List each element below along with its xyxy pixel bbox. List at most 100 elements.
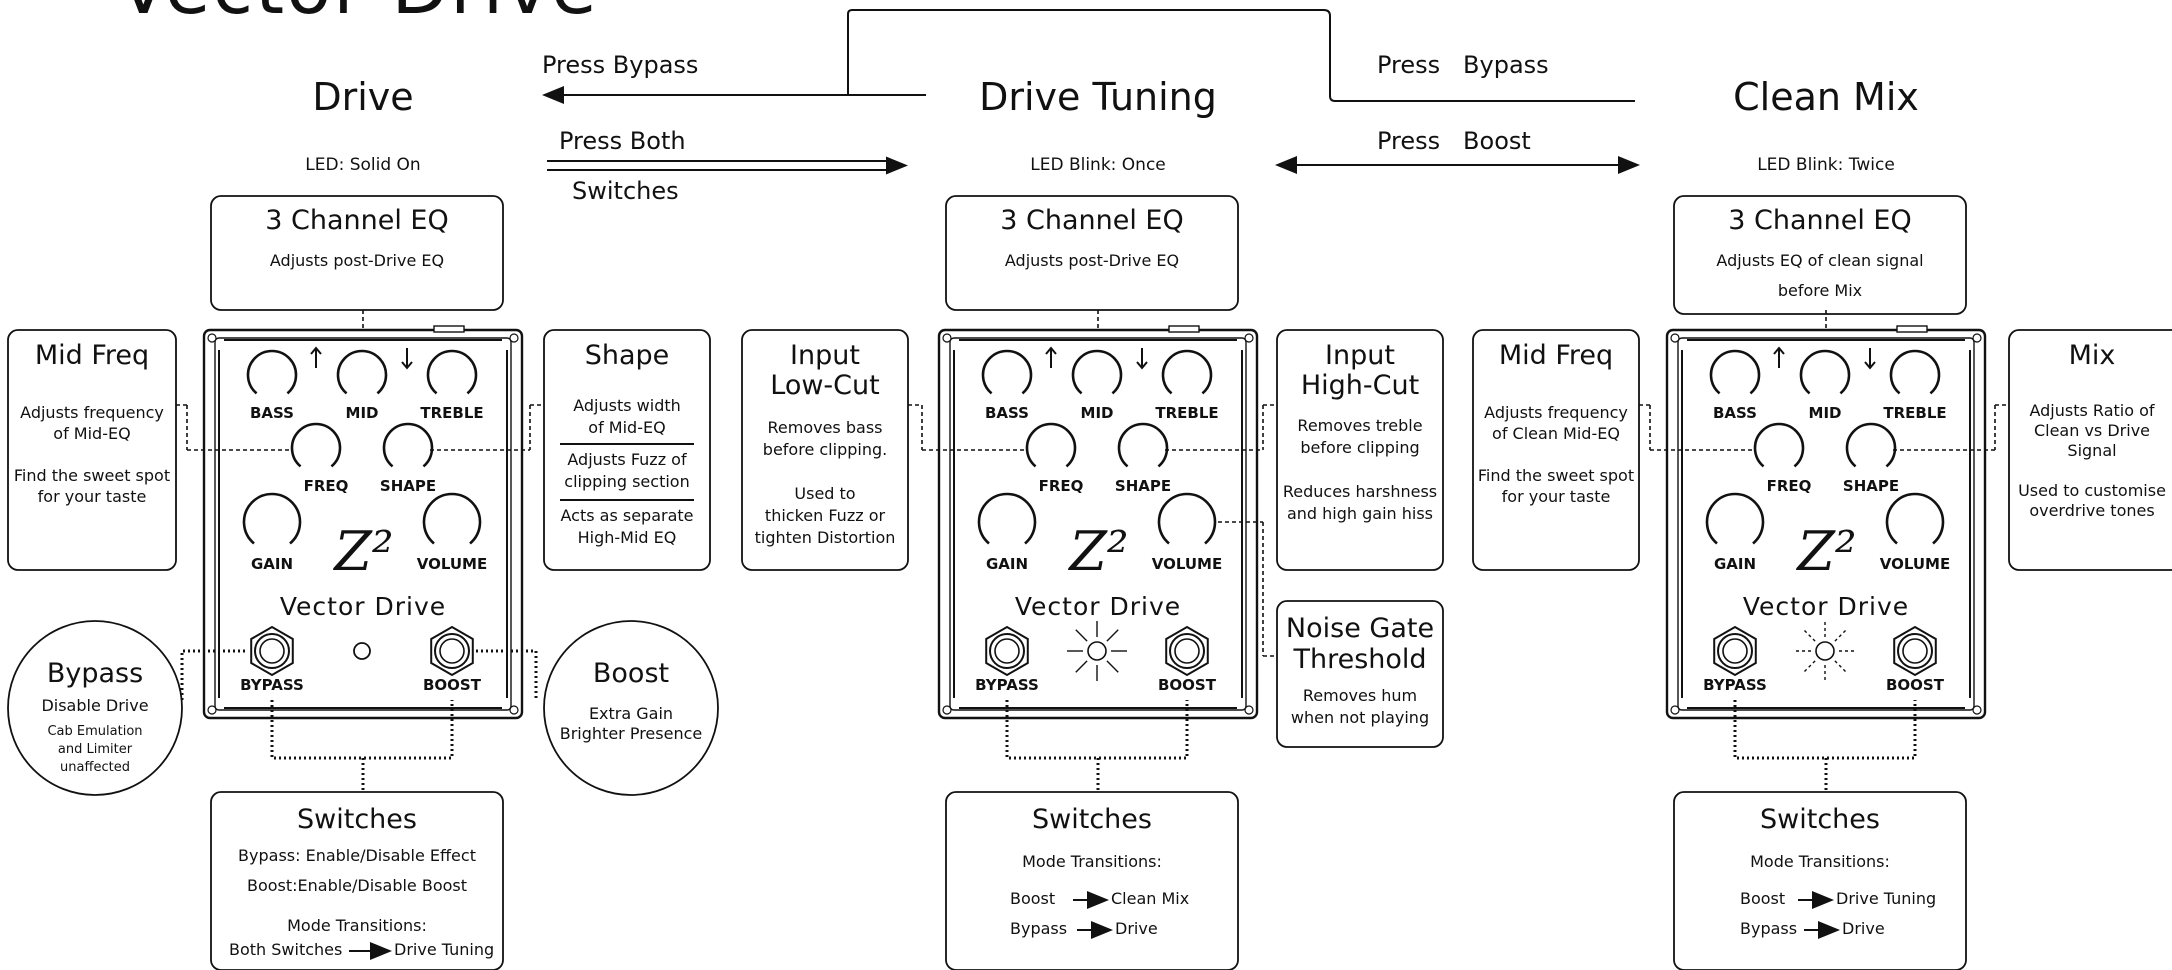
mode-led-drive: LED: Solid On xyxy=(305,155,421,175)
pedal-inner-border-drive xyxy=(214,337,512,711)
pedal-body-tuning xyxy=(937,328,1259,720)
mid-freq-desc-drive-line: of Mid-EQ xyxy=(53,424,131,443)
pedal-logo: Z² xyxy=(1069,520,1129,583)
knob-label-mid: MID xyxy=(345,404,379,422)
noise-gate-box xyxy=(1276,600,1444,748)
led-icon xyxy=(1106,629,1119,642)
bypass-small-line: unaffected xyxy=(60,760,130,775)
pedal-screw xyxy=(509,705,519,715)
knob-label-bass: BASS xyxy=(250,404,294,422)
pedal-screw xyxy=(207,333,217,343)
press-boost-arrowhead-right-icon xyxy=(1618,156,1640,174)
mode-title-drive: Drive xyxy=(312,75,414,119)
mid-freq-desc-clean-line: for your taste xyxy=(1501,487,1611,506)
switches-sub-tuning: Mode Transitions: xyxy=(1022,852,1162,871)
boost-footswitch-icon xyxy=(1174,638,1200,664)
knob-label-treble: TREBLE xyxy=(1155,404,1219,422)
boost-connector xyxy=(476,649,538,700)
led-icon xyxy=(1803,660,1816,673)
eq-desc-tuning-line: Adjusts post-Drive EQ xyxy=(1004,251,1180,270)
pedal-inner-border-clean xyxy=(1677,337,1975,711)
input-highcut-desc-line: Removes treble xyxy=(1297,416,1423,435)
knob-label-treble: TREBLE xyxy=(1883,404,1947,422)
transition-to-tuning: Clean Mix xyxy=(1111,889,1190,908)
switches-title-clean: Switches xyxy=(1760,804,1880,835)
knob-arrow-up-icon xyxy=(1045,346,1057,368)
pedal-screw xyxy=(942,705,952,715)
led-icon xyxy=(1834,660,1847,673)
knob-bass-drive xyxy=(246,349,298,395)
bypass-small-line: and Limiter xyxy=(57,742,133,757)
knob-arrow-up-icon xyxy=(310,346,322,368)
input-highcut-desc-line: Reduces harshness xyxy=(1282,482,1438,501)
pedal-screw xyxy=(942,333,952,343)
press-bypass-arrowhead-icon xyxy=(542,86,564,104)
transition-from-tuning: Bypass xyxy=(1010,919,1068,938)
input-highcut-desc-line: before clipping xyxy=(1300,438,1420,457)
mode-title-tuning: Drive Tuning xyxy=(979,75,1217,119)
mode-led-tuning: LED Blink: Once xyxy=(1030,155,1166,175)
knob-label-gain: GAIN xyxy=(1713,555,1757,573)
knob-mid-drive xyxy=(336,349,388,395)
knob-arrow-up-icon xyxy=(1773,346,1785,368)
transition-to-tuning: Drive xyxy=(1115,919,1158,938)
bypass-footswitch-icon xyxy=(994,638,1020,664)
knob-bass-tuning xyxy=(981,349,1033,395)
eq-title-tuning: 3 Channel EQ xyxy=(1000,205,1184,236)
noise-gate-desc-line: Removes hum xyxy=(1302,686,1418,705)
mid-freq-title-clean: Mid Freq xyxy=(1498,340,1614,371)
transition-to-drive: Drive Tuning xyxy=(394,940,495,959)
shape-desc-line: of Mid-EQ xyxy=(588,418,666,437)
knob-label-bass: BASS xyxy=(1713,404,1757,422)
knob-arrow-down-icon xyxy=(1136,348,1148,370)
pedal-screw xyxy=(207,705,217,715)
switches-connector xyxy=(1005,700,1189,760)
pedal-name: Vector Drive xyxy=(1742,592,1910,621)
knob-arrow-down-icon xyxy=(1864,348,1876,370)
knob-freq-tuning xyxy=(1025,422,1077,468)
input-highcut-desc-line: and high gain hiss xyxy=(1286,504,1434,523)
boost-label: BOOST xyxy=(423,676,481,694)
pedal-screw xyxy=(509,333,519,343)
shape-desc-line: Adjusts width xyxy=(573,396,681,415)
led-icon xyxy=(1106,660,1119,673)
knob-label-mid: MID xyxy=(1808,404,1842,422)
knob-treble-clean xyxy=(1889,349,1941,395)
mid-freq-box-drive xyxy=(7,329,177,571)
transition-from-clean: Boost xyxy=(1740,889,1786,908)
mid-freq-desc-drive-line: Adjusts frequency xyxy=(20,403,164,422)
knob-label-shape: SHAPE xyxy=(1842,477,1900,495)
mid-freq-desc-drive-line: for your taste xyxy=(37,487,147,506)
knob-mid-tuning xyxy=(1071,349,1123,395)
input-highcut-title-line: Input xyxy=(1325,340,1395,371)
arrow-label-press-both: Press Both xyxy=(559,127,686,155)
mix-desc-line: Adjusts Ratio of xyxy=(2029,401,2155,420)
eq-desc-drive-line: Adjusts post-Drive EQ xyxy=(269,251,445,270)
eq-title-clean: 3 Channel EQ xyxy=(1728,205,1912,236)
pedal-name: Vector Drive xyxy=(279,592,447,621)
switches-box-tuning xyxy=(945,791,1239,970)
boost-label: BOOST xyxy=(1158,676,1216,694)
transition-from-clean: Bypass xyxy=(1740,919,1798,938)
mix-desc-line: overdrive tones xyxy=(2029,501,2155,520)
shape-desc-line: High-Mid EQ xyxy=(577,528,677,547)
knob-label-shape: SHAPE xyxy=(379,477,437,495)
bypass-circle xyxy=(7,620,183,796)
mix-desc-line: Clean vs Drive xyxy=(2033,421,2151,440)
switches-title-tuning: Switches xyxy=(1032,804,1152,835)
knob-label-gain: GAIN xyxy=(250,555,294,573)
noise-gate-title-line: Noise Gate xyxy=(1285,613,1435,644)
eq-title-drive: 3 Channel EQ xyxy=(265,205,449,236)
switches-box-clean xyxy=(1673,791,1967,970)
knob-volume-drive xyxy=(422,492,482,545)
transition-to-clean: Drive xyxy=(1842,919,1885,938)
pedal-screw xyxy=(1670,705,1680,715)
mid-freq-desc-clean-line: of Clean Mid-EQ xyxy=(1492,424,1620,443)
transition-arrowhead-icon xyxy=(1818,921,1840,939)
shape-desc-line: clipping section xyxy=(564,472,690,491)
pedal-name: Vector Drive xyxy=(1014,592,1182,621)
knob-bass-clean xyxy=(1709,349,1761,395)
led-icon xyxy=(353,642,371,660)
knob-label-volume: VOLUME xyxy=(1151,555,1223,573)
